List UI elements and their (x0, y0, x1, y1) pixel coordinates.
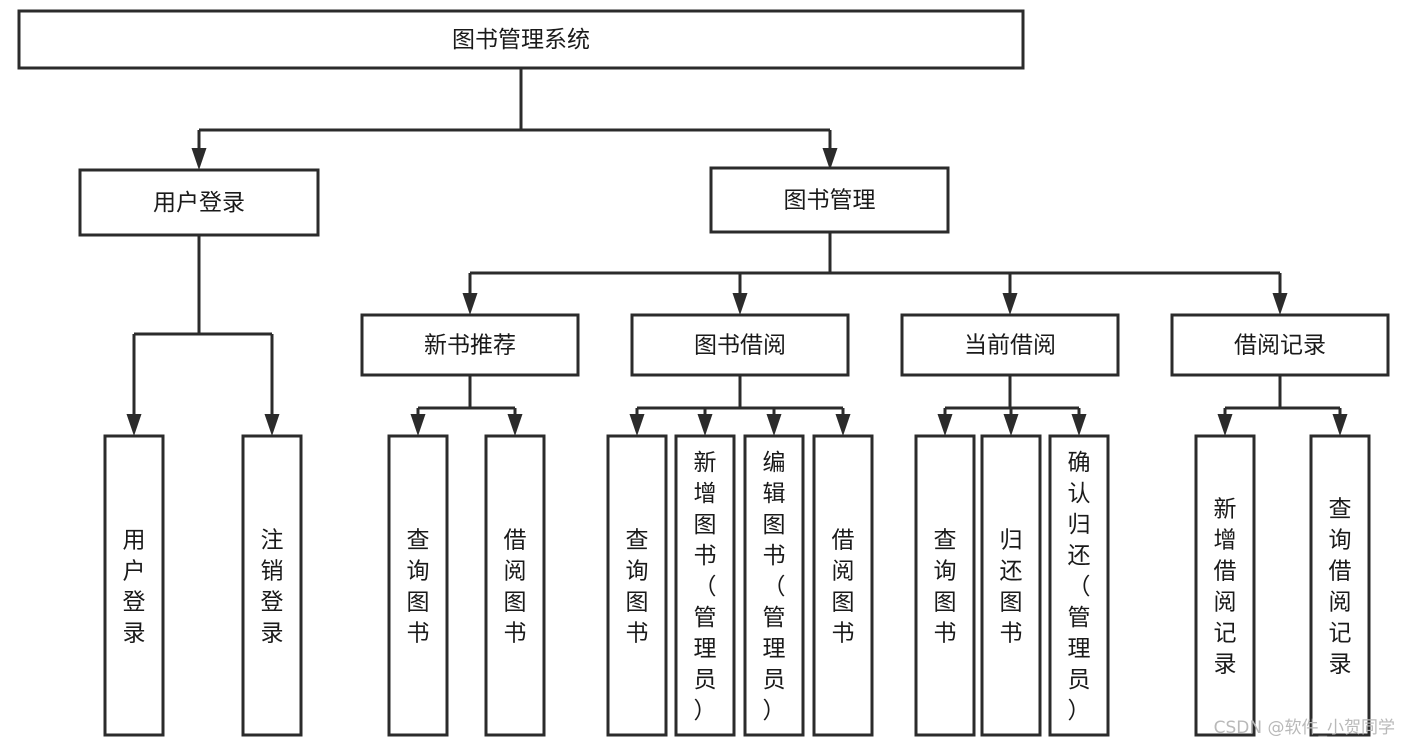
node-label: 注销登录 (261, 528, 284, 647)
node-label: 查询图书 (626, 528, 649, 647)
arrow-head-icon (629, 414, 645, 436)
arrow-head-icon (1003, 414, 1019, 436)
node-box (709, 166, 950, 234)
node-box (900, 313, 1120, 377)
node-leaf-查询图书[interactable]: 查询图书 (914, 434, 976, 737)
connector-borrow-to-leaves (629, 375, 851, 436)
node-box (606, 434, 668, 737)
node-box (387, 434, 449, 737)
arrow-head-icon (1272, 293, 1288, 315)
arrow-head-icon (1071, 414, 1087, 436)
node-box (980, 434, 1042, 737)
node-box (743, 434, 805, 737)
arrow-head-icon (766, 414, 782, 436)
node-box (484, 434, 546, 737)
node-label: 新增图书（管理员） (694, 450, 717, 724)
arrow-head-icon (126, 414, 142, 436)
arrow-head-icon (732, 293, 748, 315)
node-box (914, 434, 976, 737)
node-l3-图书借阅[interactable]: 图书借阅 (630, 313, 850, 377)
node-leaf-查询图书[interactable]: 查询图书 (606, 434, 668, 737)
arrow-head-icon (822, 148, 838, 170)
node-box (17, 9, 1025, 70)
arrow-head-icon (1002, 293, 1018, 315)
node-box (241, 434, 303, 737)
node-box (1048, 434, 1110, 737)
node-leaf-查询借阅记录[interactable]: 查询借阅记录 (1309, 434, 1371, 737)
node-leaf-确认归还管理员[interactable]: 确认归还（管理员） (1048, 434, 1110, 737)
connector-new-book-to-leaves (410, 375, 523, 436)
node-label: 编辑图书（管理员） (763, 450, 786, 724)
node-box (103, 434, 165, 737)
node-box (1170, 313, 1390, 377)
node-box (1309, 434, 1371, 737)
connector-current-borrow-to-leaves (937, 375, 1087, 436)
node-leaf-用户登录[interactable]: 用户登录 (103, 434, 165, 737)
node-label: 借阅记录 (1234, 333, 1326, 359)
arrow-head-icon (410, 414, 426, 436)
node-l2-用户登录[interactable]: 用户登录 (78, 168, 320, 237)
node-leaf-查询图书[interactable]: 查询图书 (387, 434, 449, 737)
node-label: 图书管理 (784, 188, 876, 214)
node-box (1194, 434, 1256, 737)
arrow-head-icon (1332, 414, 1348, 436)
node-label: 借阅图书 (504, 528, 527, 647)
arrow-head-icon (697, 414, 713, 436)
arrow-head-icon (507, 414, 523, 436)
node-leaf-借阅图书[interactable]: 借阅图书 (812, 434, 874, 737)
node-box (630, 313, 850, 377)
node-label: 新书推荐 (424, 333, 516, 359)
node-box (360, 313, 580, 377)
connector-book-mgmt-to-level3 (462, 232, 1288, 315)
node-label: 确认归还（管理员） (1068, 450, 1091, 724)
arrow-head-icon (1217, 414, 1233, 436)
node-root-图书管理系统[interactable]: 图书管理系统 (17, 9, 1025, 70)
node-label: 查询借阅记录 (1329, 497, 1352, 678)
node-box (812, 434, 874, 737)
node-box (78, 168, 320, 237)
connector-root-to-level2 (191, 68, 838, 170)
node-label: 归还图书 (1000, 528, 1023, 647)
node-l3-借阅记录[interactable]: 借阅记录 (1170, 313, 1390, 377)
arrow-head-icon (937, 414, 953, 436)
node-l2-图书管理[interactable]: 图书管理 (709, 166, 950, 234)
csdn-watermark: CSDN @软件_小贺同学 (1214, 718, 1395, 738)
node-label: 图书管理系统 (452, 27, 590, 53)
arrow-head-icon (191, 148, 207, 170)
arrow-head-icon (835, 414, 851, 436)
arrow-head-icon (462, 293, 478, 315)
node-leaf-新增图书管理员[interactable]: 新增图书（管理员） (674, 434, 736, 737)
node-label: 查询图书 (407, 528, 430, 647)
node-box (674, 434, 736, 737)
node-label: 查询图书 (934, 528, 957, 647)
node-label: 新增借阅记录 (1214, 497, 1237, 678)
node-leaf-新增借阅记录[interactable]: 新增借阅记录 (1194, 434, 1256, 737)
node-leaf-归还图书[interactable]: 归还图书 (980, 434, 1042, 737)
node-leaf-注销登录[interactable]: 注销登录 (241, 434, 303, 737)
node-label: 当前借阅 (964, 333, 1056, 359)
node-label: 用户登录 (123, 528, 146, 647)
node-leaf-编辑图书管理员[interactable]: 编辑图书（管理员） (743, 434, 805, 737)
node-l3-新书推荐[interactable]: 新书推荐 (360, 313, 580, 377)
node-l3-当前借阅[interactable]: 当前借阅 (900, 313, 1120, 377)
node-label: 用户登录 (153, 190, 245, 216)
node-label: 借阅图书 (832, 528, 855, 647)
node-label: 图书借阅 (694, 333, 786, 359)
connector-records-to-leaves (1217, 375, 1348, 436)
connector-user-login-to-leaves (126, 235, 280, 436)
node-leaf-借阅图书[interactable]: 借阅图书 (484, 434, 546, 737)
arrow-head-icon (264, 414, 280, 436)
